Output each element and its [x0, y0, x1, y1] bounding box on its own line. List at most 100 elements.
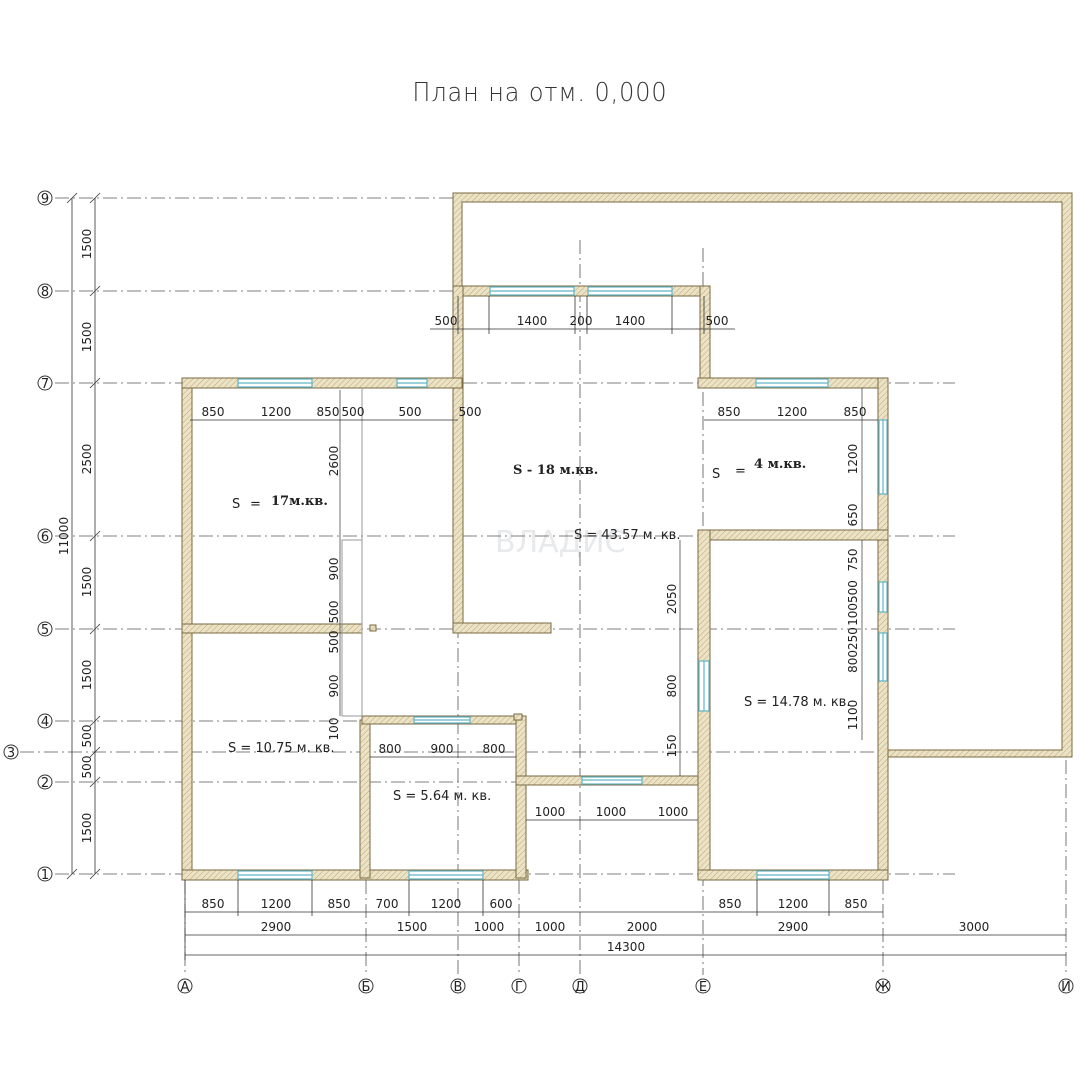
axis-col-i: И: [1058, 978, 1074, 995]
svg-text:2050: 2050: [665, 584, 679, 615]
svg-text:850: 850: [202, 405, 225, 419]
plan-title: План на отм. 0,000: [412, 78, 668, 108]
svg-text:150: 150: [665, 735, 679, 758]
svg-text:3000: 3000: [959, 920, 990, 934]
svg-text:И: И: [1061, 980, 1071, 995]
window: [408, 870, 484, 880]
svg-text:850: 850: [719, 897, 742, 911]
window: [237, 870, 313, 880]
svg-text:1200: 1200: [777, 405, 808, 419]
svg-text:Г: Г: [515, 980, 523, 995]
svg-text:500: 500: [435, 314, 458, 328]
row-axis-lines: [20, 197, 1070, 875]
windows: [237, 286, 888, 880]
window: [756, 870, 830, 880]
svg-text:1200: 1200: [431, 897, 462, 911]
svg-text:500: 500: [706, 314, 729, 328]
svg-text:500: 500: [327, 631, 341, 654]
axis-col-e: Е: [695, 978, 711, 995]
svg-text:14300: 14300: [607, 940, 645, 954]
area-label-central: S - 18 м.кв.: [513, 463, 598, 478]
svg-text:1000: 1000: [535, 920, 566, 934]
svg-text:1500: 1500: [80, 813, 94, 844]
top-dimension-line: [430, 296, 735, 334]
axis-row-5: 5: [37, 621, 53, 638]
svg-text:500: 500: [80, 756, 94, 779]
svg-text:6: 6: [41, 530, 49, 545]
svg-text:750: 750: [846, 549, 860, 572]
window: [698, 660, 710, 712]
svg-text:В: В: [454, 980, 463, 995]
svg-text:2900: 2900: [261, 920, 292, 934]
axis-row-8: 8: [37, 283, 53, 300]
left-dimension-chain: [66, 192, 101, 880]
top-dimension-texts: 500 1400 200 1400 500: [435, 314, 729, 328]
room-area-labels: S = 17м.кв. S - 18 м.кв. S = 4 м.кв. S =…: [228, 457, 850, 804]
svg-text:Ж: Ж: [876, 980, 890, 995]
area-label-small-val: 4 м.кв.: [754, 457, 806, 472]
svg-text:1000: 1000: [535, 805, 566, 819]
axis-col-v: В: [450, 978, 466, 995]
svg-text:200: 200: [570, 314, 593, 328]
svg-text:100: 100: [327, 718, 341, 741]
svg-text:800250: 800250: [846, 627, 860, 673]
right-room-dimensions: [704, 388, 878, 740]
svg-text:1500: 1500: [80, 567, 94, 598]
axis-row-3: 3: [3, 744, 19, 761]
hall-dimension-texts: 2050 800 150 1000 1000 1000: [535, 584, 689, 819]
area-label-bath: S = 5.64 м. кв.: [393, 789, 491, 804]
axis-row-4: 4: [37, 713, 53, 730]
svg-text:850: 850: [328, 897, 351, 911]
axis-col-a: А: [177, 978, 193, 995]
bottom-dimension-chains: [184, 880, 1066, 960]
axis-col-zh: Ж: [875, 978, 891, 995]
axis-row-2: 2: [37, 774, 53, 791]
svg-text:900: 900: [431, 742, 454, 756]
svg-text:1500: 1500: [80, 322, 94, 353]
axis-row-1: 1: [37, 866, 53, 883]
right-room-dimension-texts: 850 1200 850 1200 650 750 100500 800250 …: [718, 405, 867, 730]
svg-text:500: 500: [459, 405, 482, 419]
svg-text:1: 1: [41, 868, 49, 883]
svg-text:1400: 1400: [517, 314, 548, 328]
window: [878, 419, 888, 495]
svg-text:700: 700: [376, 897, 399, 911]
svg-text:1500: 1500: [397, 920, 428, 934]
svg-text:850: 850: [718, 405, 741, 419]
axis-col-d: Д: [572, 978, 588, 995]
svg-text:800: 800: [665, 675, 679, 698]
partitions: [341, 388, 523, 721]
svg-text:1100: 1100: [846, 700, 860, 731]
area-label-bedroom: S = 14.78 м. кв.: [744, 695, 850, 710]
svg-text:9: 9: [41, 192, 49, 207]
col-axis-lines: [184, 240, 1067, 975]
svg-text:600: 600: [490, 897, 513, 911]
svg-text:1200: 1200: [261, 405, 292, 419]
svg-text:2900: 2900: [778, 920, 809, 934]
svg-text:Б: Б: [362, 980, 371, 995]
window: [396, 378, 428, 388]
svg-text:А: А: [181, 980, 190, 995]
area-label-small-s: S: [712, 467, 720, 482]
watermark: ВЛАДИС: [495, 525, 626, 560]
room1-dimensions: [190, 390, 458, 716]
svg-text:2500: 2500: [80, 444, 94, 475]
svg-text:Д: Д: [575, 980, 585, 995]
area-label-living-eq: =: [250, 497, 261, 512]
svg-text:11000: 11000: [57, 517, 71, 555]
svg-text:850: 850: [844, 405, 867, 419]
axis-row-7: 7: [37, 375, 53, 392]
svg-text:500: 500: [342, 405, 365, 419]
window: [878, 632, 888, 682]
window: [237, 378, 313, 388]
room-bath-dimension-texts: 800 900 800: [379, 742, 506, 756]
svg-text:500: 500: [80, 725, 94, 748]
svg-text:850: 850: [845, 897, 868, 911]
svg-text:2600: 2600: [327, 446, 341, 477]
svg-text:8: 8: [41, 285, 49, 300]
window: [878, 581, 888, 613]
svg-text:Е: Е: [699, 980, 707, 995]
svg-text:1000: 1000: [596, 805, 627, 819]
svg-text:800: 800: [379, 742, 402, 756]
area-label-living-s: S: [232, 497, 240, 512]
